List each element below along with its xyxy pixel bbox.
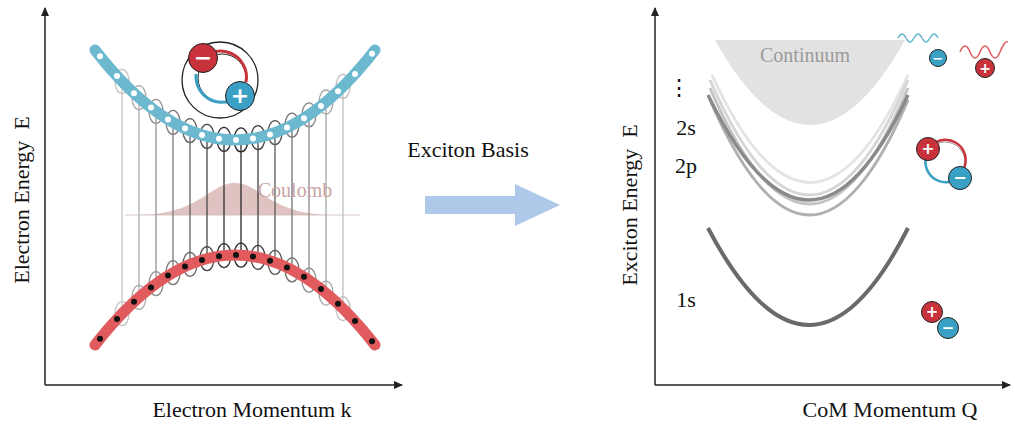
- electron-dot: [216, 253, 222, 259]
- electron-dot: [114, 316, 120, 322]
- hole-dot: [97, 53, 103, 59]
- charge-circle: +: [916, 137, 940, 161]
- electron-dot: [97, 336, 103, 342]
- text-label: 2p: [675, 155, 697, 177]
- text-label: CoM Momentum Q: [803, 399, 978, 421]
- electron-dot: [148, 284, 154, 290]
- charge-sign: −: [953, 170, 966, 186]
- hole-dot: [318, 103, 324, 109]
- charge-circle: −: [929, 49, 947, 67]
- hole-dot: [199, 132, 205, 138]
- hole-dot: [267, 131, 273, 137]
- text-label: Coulomb: [258, 180, 332, 200]
- charge-circle: +: [225, 81, 255, 111]
- pair-line: [342, 86, 343, 308]
- charge-circle: +: [975, 58, 995, 78]
- text-label: Continuum: [760, 45, 850, 65]
- exciton-band: [710, 80, 908, 195]
- electron-dot: [199, 257, 205, 263]
- text-label: Exciton Energy E: [619, 124, 641, 286]
- band-dots: [97, 51, 375, 344]
- hole-dot: [352, 71, 358, 77]
- electron-dot: [335, 301, 341, 307]
- charge-circle: −: [948, 166, 972, 190]
- pair-line: [138, 98, 139, 298]
- exciton-band: [712, 75, 908, 183]
- exciton-band-2s: [710, 100, 908, 215]
- hole-dot: [165, 116, 171, 122]
- hole-dot: [114, 73, 120, 79]
- charge-circle: −: [937, 317, 959, 339]
- electron-dot: [284, 264, 290, 270]
- pair-line: [172, 122, 173, 272]
- electron-dot: [182, 263, 188, 269]
- hole-dot: [131, 90, 137, 96]
- transform-arrow: [425, 184, 560, 226]
- text-label: ⋮: [668, 77, 690, 99]
- hole-dot: [182, 126, 188, 132]
- pair-line: [189, 131, 190, 265]
- valence-band: [95, 255, 375, 345]
- exciton-band: [710, 100, 908, 210]
- wave: [960, 42, 1008, 58]
- charge-sign: +: [921, 141, 934, 157]
- axis: [44, 8, 46, 385]
- text-label: Exciton Basis: [407, 139, 529, 161]
- text-label: Electron Momentum k: [152, 399, 351, 421]
- hole-dot: [369, 51, 375, 57]
- charge-sign: −: [933, 52, 944, 65]
- hole-dot: [250, 136, 256, 142]
- electron-dot: [131, 299, 137, 305]
- axis: [654, 8, 656, 385]
- charge-sign: +: [231, 85, 249, 107]
- electron-dot: [369, 338, 375, 344]
- hole-dot: [301, 115, 307, 121]
- hole-dot: [233, 137, 239, 143]
- pair-line: [121, 81, 122, 313]
- wave: [898, 34, 938, 42]
- hole-dot: [335, 88, 341, 94]
- text-label: 1s: [676, 289, 696, 311]
- text-label: 2s: [676, 117, 696, 139]
- charge-sign: −: [194, 47, 212, 69]
- exciton-orbit: [182, 42, 258, 118]
- axis: [655, 384, 1010, 386]
- hole-dot: [284, 125, 290, 131]
- charge-sign: +: [926, 305, 939, 320]
- hole-dot: [216, 136, 222, 142]
- electron-dot: [250, 253, 256, 259]
- pair-line: [240, 140, 241, 255]
- electron-dot: [233, 252, 239, 258]
- pair-line: [155, 111, 156, 283]
- axis: [45, 384, 402, 386]
- text-label: Electron Energy E: [11, 116, 33, 284]
- pair-line: [206, 136, 207, 258]
- charge-circle: −: [188, 43, 218, 73]
- charge-sign: +: [979, 61, 991, 75]
- electron-dot: [267, 258, 273, 264]
- electron-dot: [165, 273, 171, 279]
- hole-dot: [148, 105, 154, 111]
- pair-line: [223, 139, 224, 255]
- electron-dot: [301, 274, 307, 280]
- electron-dot: [318, 286, 324, 292]
- continuum-region: [715, 40, 905, 125]
- exciton-band-1s: [708, 228, 908, 325]
- charge-sign: −: [942, 321, 955, 336]
- exciton-band-2p: [708, 95, 908, 200]
- electron-dot: [352, 318, 358, 324]
